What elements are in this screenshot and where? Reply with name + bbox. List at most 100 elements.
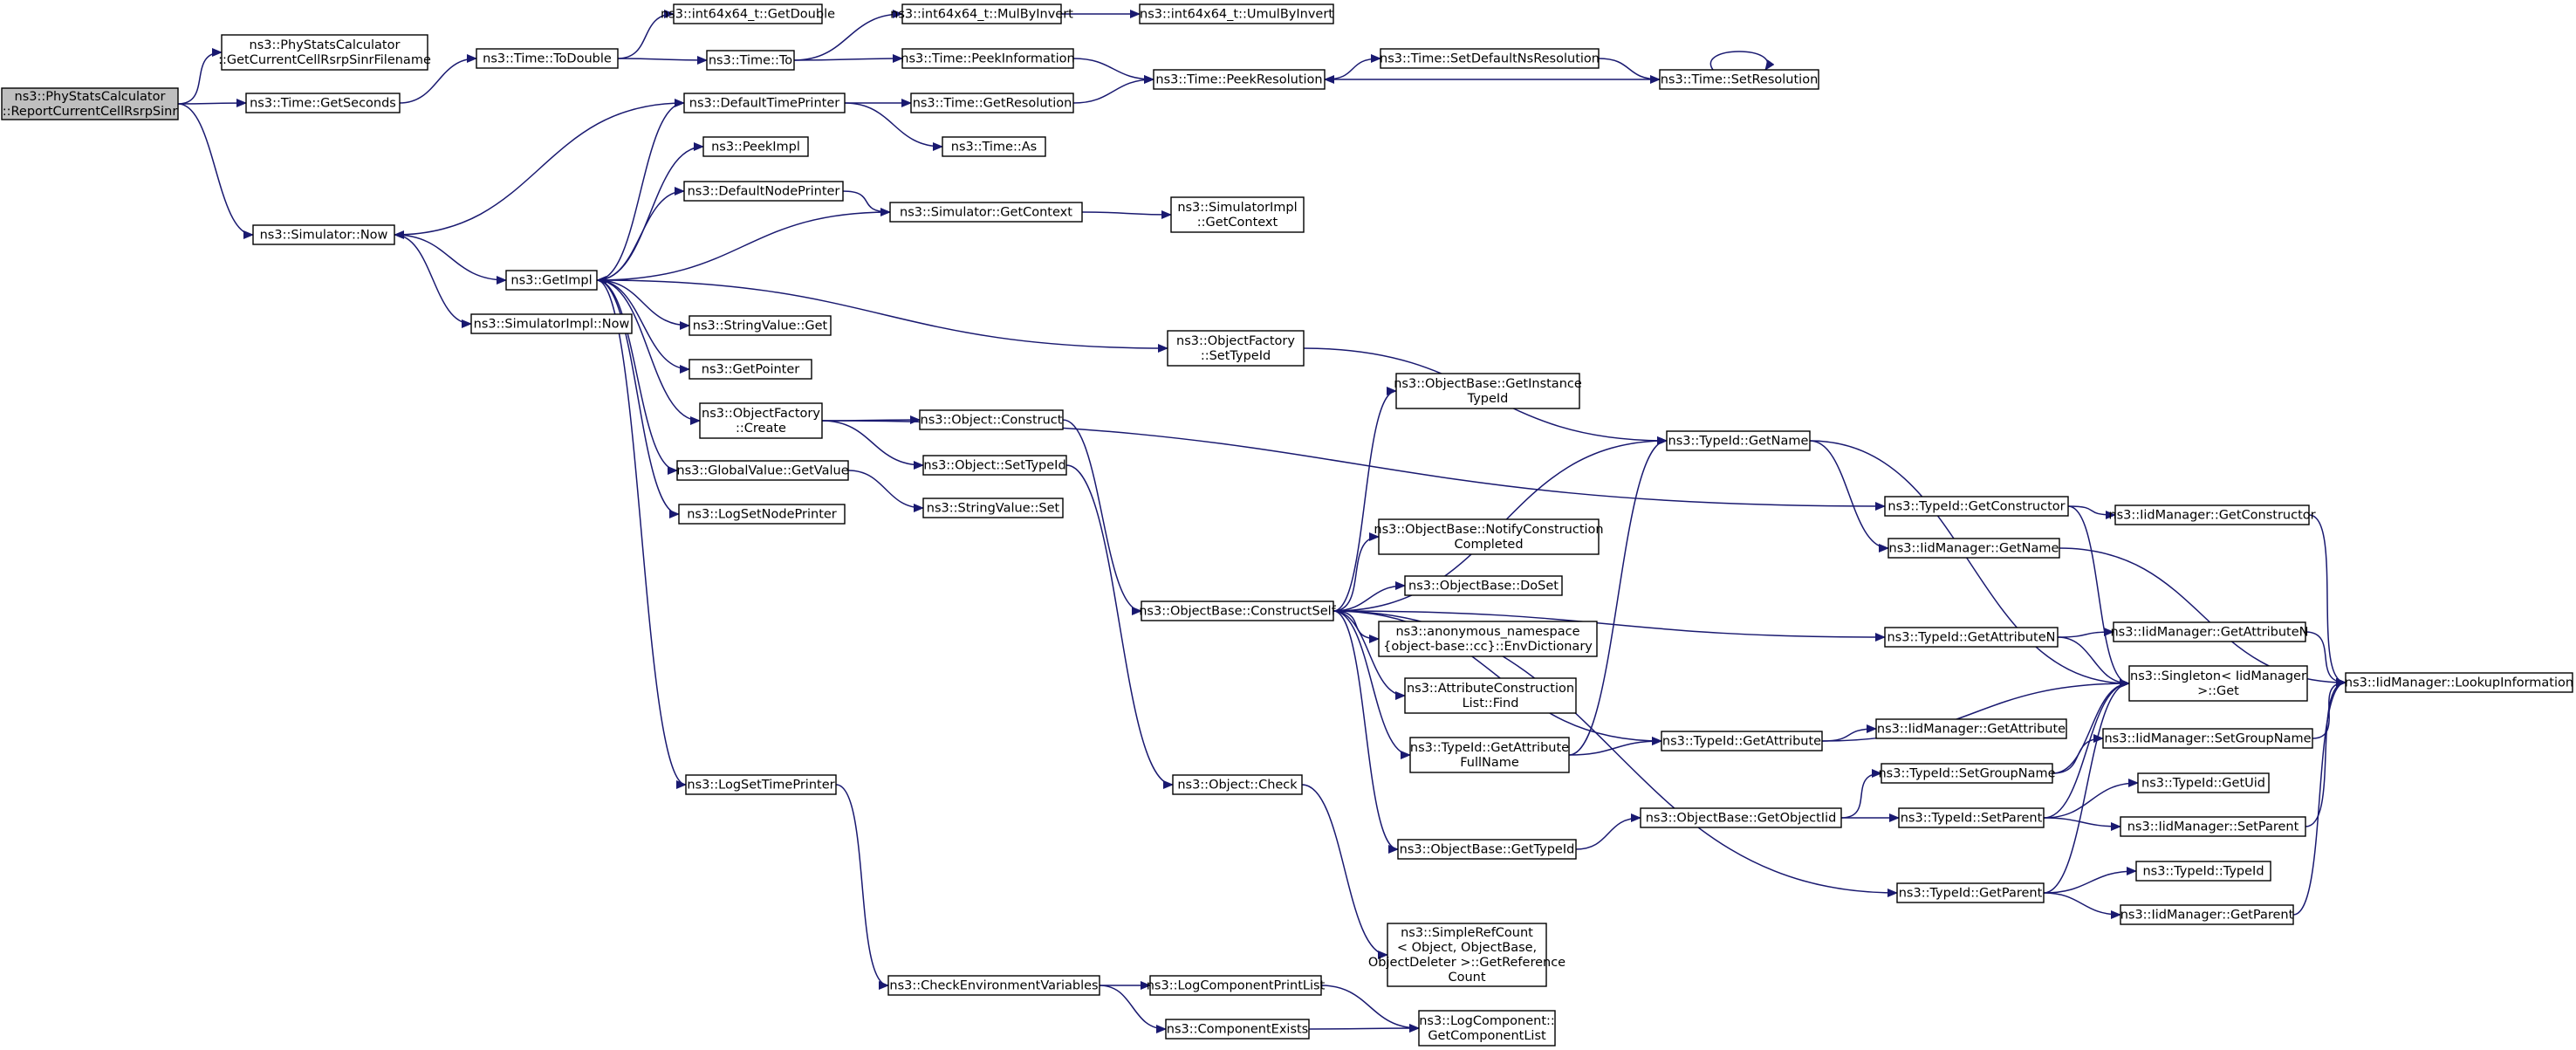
- node-label: ns3::IidManager::GetAttribute: [1877, 723, 2066, 737]
- node-simplerefcount[interactable]: ns3::SimpleRefCount< Object, ObjectBase,…: [1368, 923, 1565, 987]
- node-typeidsetgroupname[interactable]: ns3::TypeId::SetGroupName: [1878, 763, 2056, 784]
- node-objbasegettypeid[interactable]: ns3::ObjectBase::GetTypeId: [1397, 839, 1577, 860]
- edge-constructself-to-doset: [1333, 581, 1406, 612]
- node-defnodeprinter[interactable]: ns3::DefaultNodePrinter: [683, 181, 844, 202]
- node-stringvalueset[interactable]: ns3::StringValue::Set: [922, 498, 1064, 518]
- node-getpointer[interactable]: ns3::GetPointer: [689, 359, 812, 380]
- node-getdouble[interactable]: ns3::int64x64_t::GetDouble: [661, 3, 835, 24]
- node-box: [221, 34, 428, 71]
- node-simnow[interactable]: ns3::Simulator::Now: [252, 224, 395, 245]
- node-peekres[interactable]: ns3::Time::PeekResolution: [1153, 69, 1326, 90]
- node-umulbyinvert[interactable]: ns3::int64x64_t::UmulByInvert: [1139, 3, 1334, 24]
- node-peekimpl[interactable]: ns3::PeekImpl: [702, 136, 809, 157]
- node-typeidgetname[interactable]: ns3::TypeId::GetName: [1666, 430, 1811, 451]
- node-timeas[interactable]: ns3::Time::As: [942, 136, 1046, 157]
- node-simimplgetcontext[interactable]: ns3::SimulatorImpl::GetContext: [1170, 196, 1305, 233]
- node-iidgetparent[interactable]: ns3::IidManager::GetParent: [2120, 904, 2294, 925]
- node-typeidgetattrn[interactable]: ns3::TypeId::GetAttributeN: [1884, 627, 2059, 648]
- node-box: [689, 315, 832, 336]
- node-singletonget[interactable]: ns3::Singleton< IidManager>::Get: [2128, 665, 2308, 702]
- node-stringvalueget[interactable]: ns3::StringValue::Get: [689, 315, 832, 336]
- node-simgetcontext[interactable]: ns3::Simulator::GetContext: [889, 202, 1083, 223]
- node-to[interactable]: ns3::Time::To: [706, 50, 795, 71]
- node-iidsetparent[interactable]: ns3::IidManager::SetParent: [2120, 816, 2306, 837]
- edge-constructself-to-typeidgetattr: [1333, 610, 1662, 745]
- node-notifyconstr[interactable]: ns3::ObjectBase::NotifyConstructionCompl…: [1374, 518, 1604, 555]
- node-iidgetattr[interactable]: ns3::IidManager::GetAttribute: [1875, 718, 2067, 739]
- node-label: ns3::Time::PeekInformation: [901, 52, 1074, 66]
- node-typeidgetattr[interactable]: ns3::TypeId::GetAttribute: [1661, 731, 1823, 751]
- node-label: ns3::IidManager::GetAttributeN: [2110, 626, 2308, 640]
- node-getimpl[interactable]: ns3::GetImpl: [505, 270, 598, 291]
- node-report[interactable]: ns3::PhyStatsCalculator::ReportCurrentCe…: [1, 87, 179, 120]
- edge-logsettimeprinter-to-checkenv: [835, 784, 889, 990]
- node-iidsetgroupname[interactable]: ns3::IidManager::SetGroupName: [2102, 728, 2313, 749]
- node-objfactcreate[interactable]: ns3::ObjectFactory::Create: [699, 402, 823, 439]
- node-box: [1, 87, 179, 120]
- node-box: [699, 402, 823, 439]
- node-getres[interactable]: ns3::Time::GetResolution: [910, 93, 1074, 113]
- edge-report-to-getseconds: [177, 99, 247, 108]
- node-globalgetvalue[interactable]: ns3::GlobalValue::GetValue: [676, 460, 849, 481]
- node-label: ns3::int64x64_t::GetDouble: [661, 8, 835, 22]
- node-typeidsetparent[interactable]: ns3::TypeId::SetParent: [1898, 807, 2045, 828]
- node-setdefns[interactable]: ns3::Time::SetDefaultNsResolution: [1380, 48, 1600, 69]
- node-box: [1387, 923, 1547, 987]
- node-objcheck[interactable]: ns3::Object::Check: [1172, 774, 1303, 795]
- node-iidgetconstructor[interactable]: ns3::IidManager::GetConstructor: [2108, 504, 2316, 525]
- edge-getattrfullname-to-typeidgetname: [1568, 436, 1668, 756]
- node-objsettypeid[interactable]: ns3::Object::SetTypeId: [922, 455, 1067, 476]
- node-peekinfo[interactable]: ns3::Time::PeekInformation: [901, 48, 1075, 69]
- node-typeidgetconstructor[interactable]: ns3::TypeId::GetConstructor: [1884, 496, 2069, 517]
- edge-globalgetvalue-to-stringvalueset: [847, 470, 924, 512]
- node-doset[interactable]: ns3::ObjectBase::DoSet: [1404, 575, 1563, 596]
- node-logsetnodeprinter[interactable]: ns3::LogSetNodePrinter: [678, 504, 846, 525]
- node-box: [1139, 3, 1334, 24]
- node-box: [683, 181, 844, 202]
- node-box: [1887, 538, 2060, 559]
- node-label: ns3::DefaultNodePrinter: [688, 185, 840, 199]
- node-mulbyinvert[interactable]: ns3::int64x64_t::MulByInvert: [890, 3, 1073, 24]
- node-simimplnow[interactable]: ns3::SimulatorImpl::Now: [470, 313, 633, 334]
- edge-defnodeprinter-to-simgetcontext: [842, 190, 891, 216]
- node-box: [1884, 496, 2069, 517]
- node-typeidgetuid[interactable]: ns3::TypeId::GetUid: [2137, 772, 2270, 793]
- edge-iidgetattrn-to-iidlookup: [2305, 631, 2346, 687]
- edge-todouble-to-getdouble: [617, 10, 675, 59]
- node-todouble[interactable]: ns3::Time::ToDouble: [476, 48, 619, 69]
- node-box: [678, 504, 846, 525]
- edge-objfactcreate-to-objsettypeid: [821, 420, 924, 470]
- node-box: [245, 93, 401, 113]
- node-constructself[interactable]: ns3::ObjectBase::ConstructSelf: [1139, 600, 1337, 621]
- node-label: ns3::ComponentExists: [1167, 1023, 1309, 1037]
- node-box: [1397, 839, 1577, 860]
- edge-simnow-to-getimpl: [394, 234, 507, 285]
- node-label: ::ReportCurrentCellRsrpSinr: [3, 105, 178, 119]
- node-typeidtypeid[interactable]: ns3::TypeId::TypeId: [2135, 861, 2271, 882]
- node-box: [1149, 975, 1322, 996]
- node-checkenv[interactable]: ns3::CheckEnvironmentVariables: [887, 975, 1100, 996]
- node-iidgetname[interactable]: ns3::IidManager::GetName: [1887, 538, 2060, 559]
- node-typeidgetparent[interactable]: ns3::TypeId::GetParent: [1896, 882, 2045, 903]
- node-iidgetattrn[interactable]: ns3::IidManager::GetAttributeN: [2110, 621, 2309, 642]
- node-compexists[interactable]: ns3::ComponentExists: [1165, 1019, 1310, 1040]
- node-logcompprintlist[interactable]: ns3::LogComponentPrintList: [1147, 975, 1326, 996]
- node-iidlookup[interactable]: ns3::IidManager::LookupInformation: [2345, 672, 2573, 693]
- node-deftimeprinter[interactable]: ns3::DefaultTimePrinter: [683, 93, 846, 113]
- node-logcompgetlist[interactable]: ns3::LogComponent::GetComponentList: [1418, 1010, 1556, 1047]
- node-envdict[interactable]: ns3::anonymous_namespace{object-base::cc…: [1378, 621, 1598, 657]
- node-setres[interactable]: ns3::Time::SetResolution: [1659, 69, 1819, 90]
- node-getseconds[interactable]: ns3::Time::GetSeconds: [245, 93, 401, 113]
- edge-report-to-simnow: [177, 103, 254, 239]
- node-logsettimeprinter[interactable]: ns3::LogSetTimePrinter: [685, 774, 837, 795]
- node-getfilename[interactable]: ns3::PhyStatsCalculator::GetCurrentCellR…: [218, 34, 431, 71]
- node-getobjectiid[interactable]: ns3::ObjectBase::GetObjectIid: [1640, 807, 1842, 828]
- node-objfactsettypeid[interactable]: ns3::ObjectFactory::SetTypeId: [1167, 330, 1305, 367]
- node-box: [910, 93, 1074, 113]
- node-objconstruct[interactable]: ns3::Object::Construct: [919, 409, 1064, 430]
- node-box: [1898, 807, 2045, 828]
